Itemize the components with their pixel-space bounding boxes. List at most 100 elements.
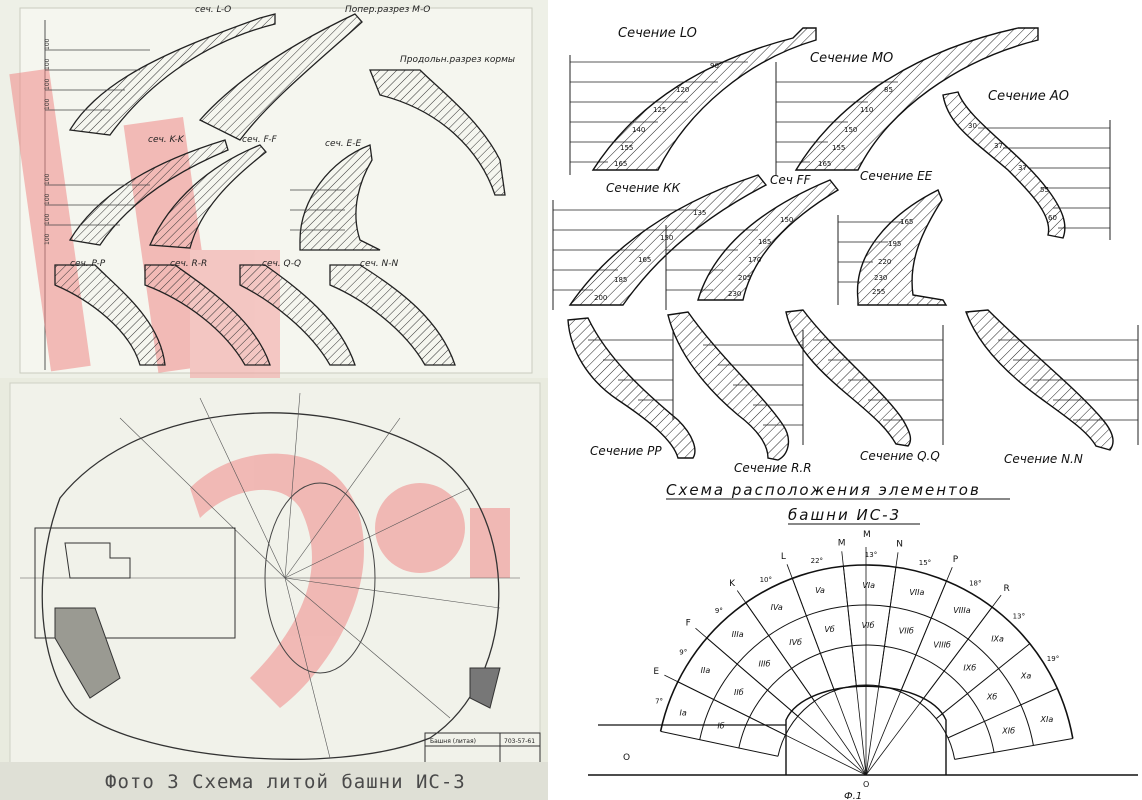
fan-cell-label: VIIa [909, 588, 924, 597]
svg-text:100: 100 [44, 78, 51, 90]
fan-angle-label-9: 19° [1047, 655, 1059, 663]
section-rr: Сечение R.R [667, 311, 812, 475]
svg-text:200: 200 [594, 294, 607, 302]
label-qq: сеч. Q-Q [262, 259, 301, 269]
fan-ray-2 [736, 590, 867, 776]
section-rr-shape [144, 264, 271, 366]
svg-text:220: 220 [878, 258, 891, 266]
fan-ring-0 [777, 684, 956, 760]
fan-angle-label-4: 22° [811, 557, 823, 565]
svg-text:100: 100 [44, 233, 51, 245]
fan-ray-label-5: N [896, 539, 903, 549]
fan-cell-label: IIIб [758, 660, 770, 669]
svg-text:255: 255 [872, 288, 885, 296]
fan-ray-label-7: R [1004, 584, 1010, 594]
svg-text:100: 100 [44, 58, 51, 70]
fan-angle-label-3: 10° [760, 576, 772, 584]
fan-cell-label: Ia [680, 709, 687, 718]
gun-mount-frame [34, 527, 236, 639]
section-ee-shape [299, 144, 381, 251]
section-lo-shape [68, 13, 276, 136]
svg-text:125: 125 [653, 106, 666, 114]
label-section-ff: Сеч FF [770, 173, 812, 187]
svg-text:230: 230 [874, 274, 887, 282]
scheme-title-line1: Схема расположения элементов [666, 481, 981, 499]
svg-text:170: 170 [748, 256, 761, 264]
fan-center-label: O [863, 780, 869, 789]
label-section-ee: Сечение ЕЕ [860, 169, 933, 183]
fan-ring-3 [659, 564, 1074, 739]
fan-ray-3 [786, 564, 867, 776]
section-nn: Сечение N.N [965, 309, 1139, 466]
fan-angle-label-6: 15° [919, 559, 931, 567]
fan-cell-label: IXб [963, 663, 976, 672]
label-lo: сеч. L-O [195, 5, 231, 15]
fan-divider-10 [947, 687, 1058, 739]
watermark-stamp-2 [190, 453, 510, 708]
fan-divider-9 [935, 643, 1031, 720]
section-lo: Сечение LO 90 120 125 140 155 165 [569, 26, 817, 175]
fan-left-label: O [623, 753, 630, 763]
label-section-nn: Сечение N.N [1004, 452, 1083, 466]
fan-cell-label: VIIIa [953, 606, 971, 615]
fan-cell-label: IVa [771, 603, 783, 612]
redrawn-sections: Сечение LO 90 120 125 140 155 165 Сечени… [548, 0, 1142, 800]
section-drawing-photo: сеч. L-O Попер.разрез M-O Продольн.разре… [0, 0, 548, 378]
section-mo-shape [198, 13, 363, 141]
fan-ray-1 [695, 627, 867, 776]
fan-ray-label-4: M [838, 538, 846, 548]
label-mo: Попер.разрез M-O [345, 5, 430, 15]
svg-text:140: 140 [632, 126, 645, 134]
svg-text:37: 37 [1018, 164, 1027, 172]
svg-text:165: 165 [614, 160, 627, 168]
svg-text:150: 150 [780, 216, 793, 224]
section-qq: Сечение Q.Q [785, 309, 944, 463]
fan-bottom-label: Ф.1 [844, 791, 862, 800]
svg-text:37: 37 [994, 142, 1003, 150]
section-ff: Сеч FF 150 185 170 205 230 [665, 173, 840, 310]
fan-angle-label-2: 9° [715, 607, 723, 615]
svg-text:55: 55 [1040, 186, 1049, 194]
svg-text:100: 100 [44, 213, 51, 225]
svg-text:100: 100 [44, 38, 51, 50]
label-section-mo: Сечение МО [810, 51, 893, 66]
svg-text:165: 165 [900, 218, 913, 226]
caption-bar [0, 762, 548, 800]
svg-text:205: 205 [738, 274, 751, 282]
fan-cell-label: VIб [862, 621, 875, 630]
fan-top-ray-label: M [863, 530, 871, 540]
fan-cell-label: IIIa [732, 630, 744, 639]
photo-caption: Фото 3 Схема литой башни ИС-3 [105, 771, 466, 793]
section-stern-shape [369, 69, 506, 196]
fan-cell-label: IIa [701, 666, 711, 675]
section-pp-shape [54, 264, 166, 366]
fan-cell-label: Vб [824, 625, 834, 634]
label-pp: сеч. P-P [70, 259, 106, 269]
fan-ring-1 [738, 644, 995, 753]
label-section-lo: Сечение LO [618, 26, 697, 41]
section-pp: Сечение PP [567, 317, 696, 459]
fan-angle-label-5: 13° [865, 551, 877, 559]
svg-text:60: 60 [1048, 214, 1057, 222]
fan-cell-label: Iб [717, 722, 724, 731]
svg-text:30: 30 [968, 122, 977, 130]
svg-text:195: 195 [888, 240, 901, 248]
fan-ray-label-6: P [953, 555, 959, 565]
svg-text:90: 90 [710, 62, 719, 70]
svg-text:165: 165 [638, 256, 651, 264]
turret-plan-svg: Башня (литая) 703-57-61 [9, 382, 541, 764]
section-ff-shape [149, 144, 267, 249]
svg-text:100: 100 [44, 173, 51, 185]
fan-ray-7 [865, 594, 1002, 776]
fan-ray-label-2: K [729, 579, 736, 589]
fan-angle-label-1: 9° [679, 649, 687, 657]
label-section-pp: Сечение PP [590, 444, 662, 458]
fan-cell-label: IXa [991, 635, 1004, 644]
svg-text:135: 135 [693, 209, 706, 217]
section-qq-shape [239, 264, 356, 366]
fan-angle-label-0: 7° [655, 697, 663, 705]
fan-ray-label-3: L [781, 552, 786, 562]
fan-ring-2 [699, 604, 1034, 746]
label-section-kk: Сечение КК [606, 181, 681, 195]
